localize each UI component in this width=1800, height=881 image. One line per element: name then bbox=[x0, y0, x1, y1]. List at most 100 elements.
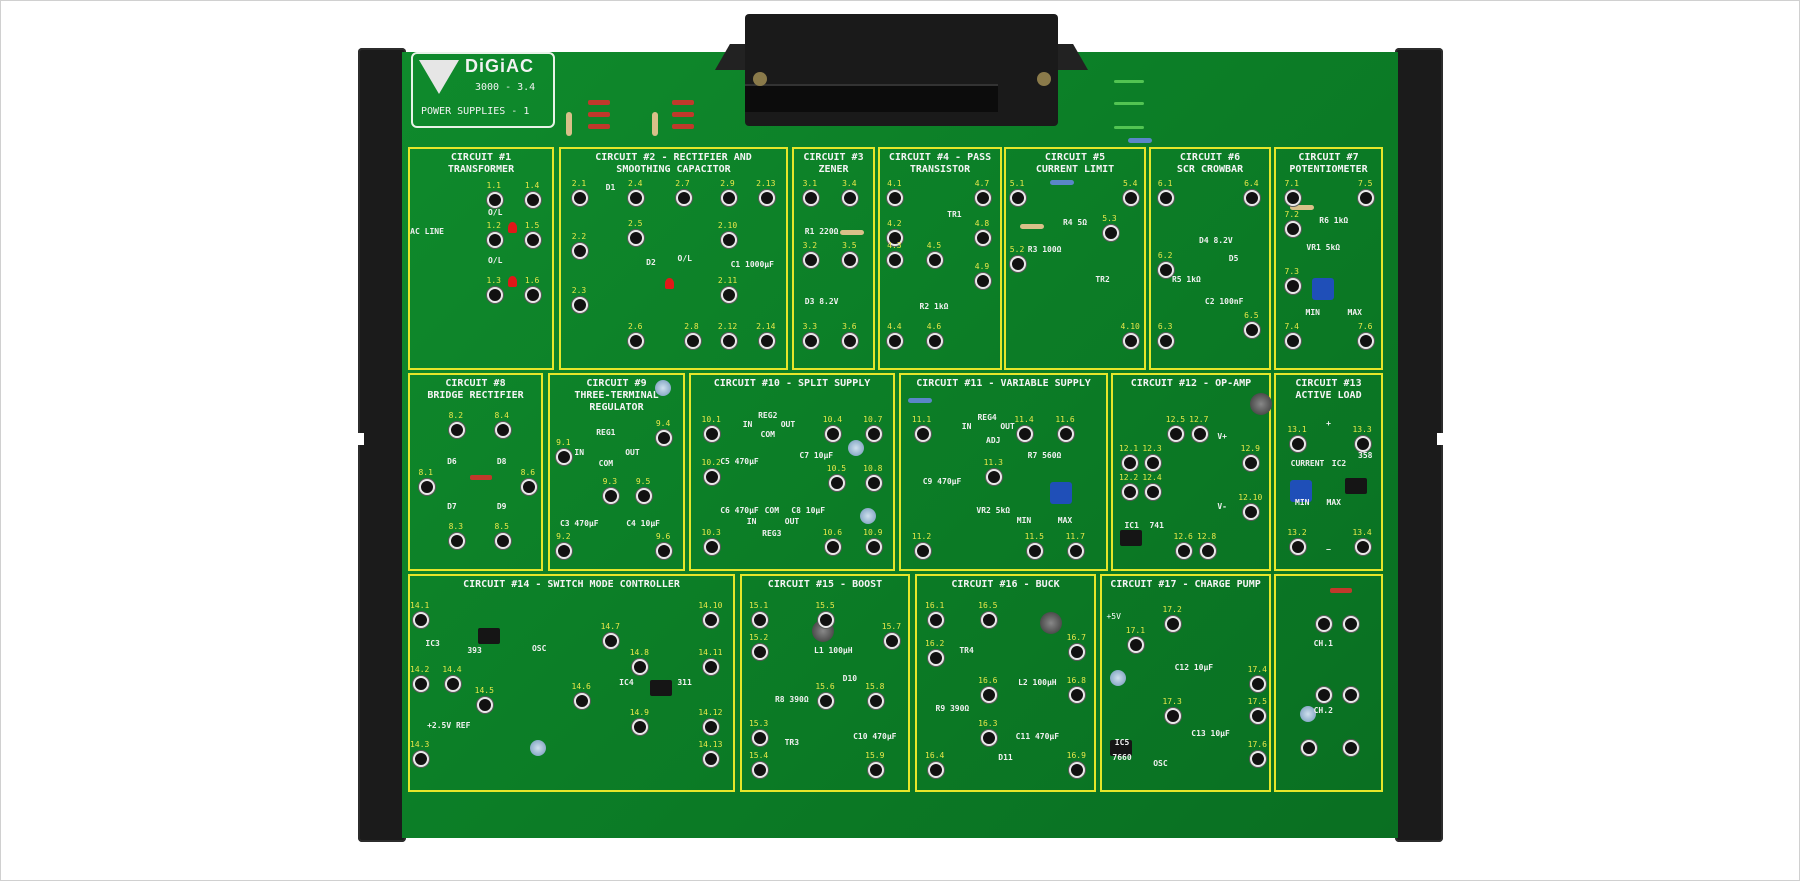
terminal-socket[interactable] bbox=[1355, 435, 1372, 452]
terminal-socket[interactable] bbox=[1123, 332, 1140, 349]
terminal-socket[interactable] bbox=[975, 190, 991, 207]
terminal-socket[interactable] bbox=[1342, 616, 1359, 633]
terminal-socket[interactable] bbox=[758, 190, 775, 207]
terminal-socket[interactable] bbox=[1250, 676, 1267, 692]
terminal-socket[interactable] bbox=[802, 251, 819, 268]
terminal-socket[interactable] bbox=[704, 468, 721, 485]
terminal-socket[interactable] bbox=[867, 693, 884, 710]
terminal-socket[interactable] bbox=[556, 449, 573, 466]
terminal-socket[interactable] bbox=[703, 611, 720, 628]
terminal-socket[interactable] bbox=[1176, 542, 1193, 559]
terminal-socket[interactable] bbox=[887, 229, 904, 246]
terminal-socket[interactable] bbox=[927, 650, 944, 667]
terminal-socket[interactable] bbox=[1191, 426, 1208, 443]
terminal-socket[interactable] bbox=[486, 286, 503, 303]
terminal-socket[interactable] bbox=[448, 532, 465, 549]
terminal-socket[interactable] bbox=[1244, 321, 1261, 338]
terminal-socket[interactable] bbox=[914, 542, 931, 559]
terminal-socket[interactable] bbox=[865, 426, 882, 443]
terminal-socket[interactable] bbox=[628, 190, 645, 207]
terminal-socket[interactable] bbox=[1165, 616, 1182, 633]
terminal-socket[interactable] bbox=[1010, 190, 1027, 207]
terminal-socket[interactable] bbox=[628, 229, 645, 246]
terminal-socket[interactable] bbox=[525, 286, 542, 303]
terminal-socket[interactable] bbox=[751, 611, 768, 628]
terminal-socket[interactable] bbox=[865, 474, 882, 491]
terminal-socket[interactable] bbox=[1102, 225, 1119, 242]
terminal-socket[interactable] bbox=[1290, 538, 1306, 555]
terminal-socket[interactable] bbox=[887, 190, 904, 207]
terminal-socket[interactable] bbox=[980, 611, 997, 628]
terminal-socket[interactable] bbox=[486, 192, 503, 209]
terminal-socket[interactable] bbox=[1300, 740, 1317, 757]
terminal-socket[interactable] bbox=[1358, 332, 1375, 349]
terminal-socket[interactable] bbox=[720, 286, 737, 303]
terminal-socket[interactable] bbox=[1158, 190, 1175, 207]
terminal-socket[interactable] bbox=[1243, 455, 1260, 472]
terminal-socket[interactable] bbox=[1145, 484, 1161, 501]
terminal-socket[interactable] bbox=[1250, 750, 1267, 767]
terminal-socket[interactable] bbox=[829, 474, 846, 491]
terminal-socket[interactable] bbox=[825, 426, 842, 443]
terminal-socket[interactable] bbox=[887, 332, 904, 349]
terminal-socket[interactable] bbox=[914, 426, 931, 443]
terminal-socket[interactable] bbox=[1128, 637, 1145, 654]
terminal-socket[interactable] bbox=[802, 190, 819, 207]
terminal-socket[interactable] bbox=[986, 468, 1003, 485]
terminal-socket[interactable] bbox=[1290, 435, 1306, 452]
terminal-socket[interactable] bbox=[842, 190, 859, 207]
terminal-socket[interactable] bbox=[444, 676, 461, 692]
terminal-socket[interactable] bbox=[980, 686, 997, 703]
terminal-socket[interactable] bbox=[1342, 686, 1359, 703]
terminal-socket[interactable] bbox=[1358, 190, 1375, 207]
terminal-socket[interactable] bbox=[802, 332, 819, 349]
terminal-socket[interactable] bbox=[975, 229, 991, 246]
terminal-socket[interactable] bbox=[1199, 542, 1216, 559]
terminal-socket[interactable] bbox=[1165, 708, 1182, 725]
terminal-socket[interactable] bbox=[632, 718, 649, 735]
terminal-socket[interactable] bbox=[1123, 190, 1140, 207]
terminal-socket[interactable] bbox=[684, 332, 701, 349]
terminal-socket[interactable] bbox=[486, 231, 503, 248]
terminal-socket[interactable] bbox=[1058, 426, 1074, 443]
terminal-socket[interactable] bbox=[842, 332, 859, 349]
terminal-socket[interactable] bbox=[1284, 332, 1301, 349]
terminal-socket[interactable] bbox=[818, 693, 834, 710]
terminal-socket[interactable] bbox=[494, 422, 511, 439]
terminal-socket[interactable] bbox=[1250, 708, 1267, 725]
terminal-socket[interactable] bbox=[720, 190, 737, 207]
terminal-socket[interactable] bbox=[887, 251, 904, 268]
terminal-socket[interactable] bbox=[412, 611, 429, 628]
terminal-socket[interactable] bbox=[1316, 616, 1333, 633]
terminal-socket[interactable] bbox=[1244, 190, 1261, 207]
terminal-socket[interactable] bbox=[1027, 542, 1044, 559]
terminal-socket[interactable] bbox=[572, 242, 588, 259]
terminal-socket[interactable] bbox=[758, 332, 775, 349]
terminal-socket[interactable] bbox=[656, 430, 673, 447]
terminal-socket[interactable] bbox=[494, 532, 511, 549]
terminal-socket[interactable] bbox=[818, 611, 834, 628]
terminal-socket[interactable] bbox=[975, 273, 991, 290]
terminal-socket[interactable] bbox=[1069, 686, 1086, 703]
terminal-socket[interactable] bbox=[656, 542, 673, 559]
terminal-socket[interactable] bbox=[927, 761, 944, 778]
terminal-socket[interactable] bbox=[1017, 426, 1033, 443]
terminal-socket[interactable] bbox=[636, 488, 653, 505]
terminal-socket[interactable] bbox=[1284, 220, 1301, 237]
terminal-socket[interactable] bbox=[675, 190, 692, 207]
terminal-socket[interactable] bbox=[525, 231, 542, 248]
terminal-socket[interactable] bbox=[1284, 190, 1301, 207]
terminal-socket[interactable] bbox=[927, 332, 943, 349]
terminal-socket[interactable] bbox=[825, 538, 842, 555]
terminal-socket[interactable] bbox=[1355, 538, 1372, 555]
terminal-socket[interactable] bbox=[704, 426, 721, 443]
terminal-socket[interactable] bbox=[632, 658, 649, 675]
terminal-socket[interactable] bbox=[628, 332, 645, 349]
terminal-socket[interactable] bbox=[1168, 426, 1185, 443]
terminal-socket[interactable] bbox=[572, 190, 588, 207]
terminal-socket[interactable] bbox=[602, 488, 619, 505]
terminal-socket[interactable] bbox=[1342, 740, 1359, 757]
terminal-socket[interactable] bbox=[572, 297, 588, 314]
terminal-socket[interactable] bbox=[867, 761, 884, 778]
terminal-socket[interactable] bbox=[448, 422, 465, 439]
